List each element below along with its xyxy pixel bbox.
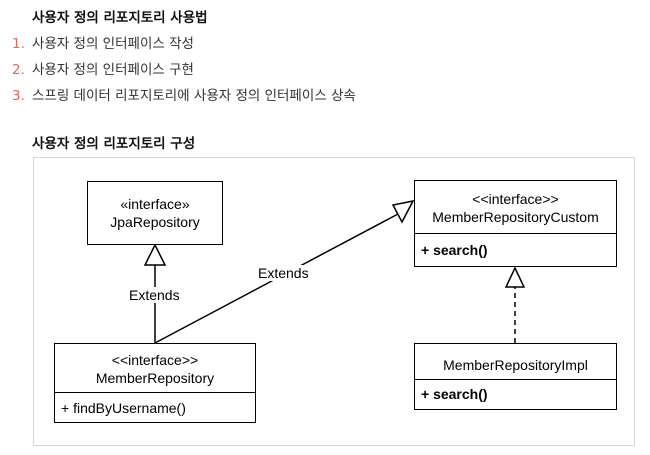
- method-signature: + search(): [421, 242, 488, 258]
- list-item-text: 스프링 데이터 리포지토리에 사용자 정의 인터페이스 상속: [32, 88, 356, 104]
- class-name: JpaRepository: [110, 214, 200, 230]
- steps-list: 1. 사용자 정의 인터페이스 작성 2. 사용자 정의 인터페이스 구현 3.…: [0, 34, 356, 112]
- list-item: 1. 사용자 정의 인터페이스 작성: [0, 34, 356, 60]
- stereotype-label: «interface»: [120, 196, 190, 212]
- list-number: 2.: [12, 62, 25, 78]
- class-member-repository: <<interface>> MemberRepository + findByU…: [54, 343, 256, 423]
- stereotype-label: <<interface>>: [472, 191, 559, 207]
- list-number: 3.: [12, 88, 25, 104]
- realization-arrowhead: [504, 266, 526, 288]
- class-name: MemberRepositoryCustom: [432, 209, 599, 225]
- edge-label-extends: Extends: [128, 287, 181, 303]
- generalization-arrowhead-jpa: [143, 243, 167, 266]
- edge-label-extends: Extends: [257, 265, 310, 281]
- class-name: MemberRepository: [95, 370, 215, 386]
- stereotype-label: <<interface>>: [111, 352, 199, 368]
- class-divider: [55, 392, 255, 393]
- class-jpa-repository: «interface» JpaRepository: [87, 181, 223, 245]
- section-title-usage: 사용자 정의 리포지토리 사용법: [32, 10, 208, 26]
- list-item-text: 사용자 정의 인터페이스 작성: [32, 36, 194, 52]
- uml-class-diagram: «interface» JpaRepository <<interface>> …: [33, 157, 635, 446]
- method-signature: + search(): [421, 386, 488, 402]
- class-divider: [415, 233, 616, 234]
- list-number: 1.: [12, 36, 25, 52]
- class-divider: [415, 379, 616, 380]
- class-name: MemberRepositoryImpl: [443, 357, 588, 373]
- list-item: 3. 스프링 데이터 리포지토리에 사용자 정의 인터페이스 상속: [0, 86, 356, 112]
- list-item-text: 사용자 정의 인터페이스 구현: [32, 62, 194, 78]
- list-item: 2. 사용자 정의 인터페이스 구현: [0, 60, 356, 86]
- class-member-repository-impl: MemberRepositoryImpl + search(): [414, 343, 617, 410]
- method-signature: + findByUsername(): [61, 400, 186, 416]
- generalization-arrowhead-custom: [391, 199, 415, 224]
- section-title-structure: 사용자 정의 리포지토리 구성: [32, 136, 196, 152]
- class-member-repository-custom: <<interface>> MemberRepositoryCustom + s…: [414, 180, 617, 267]
